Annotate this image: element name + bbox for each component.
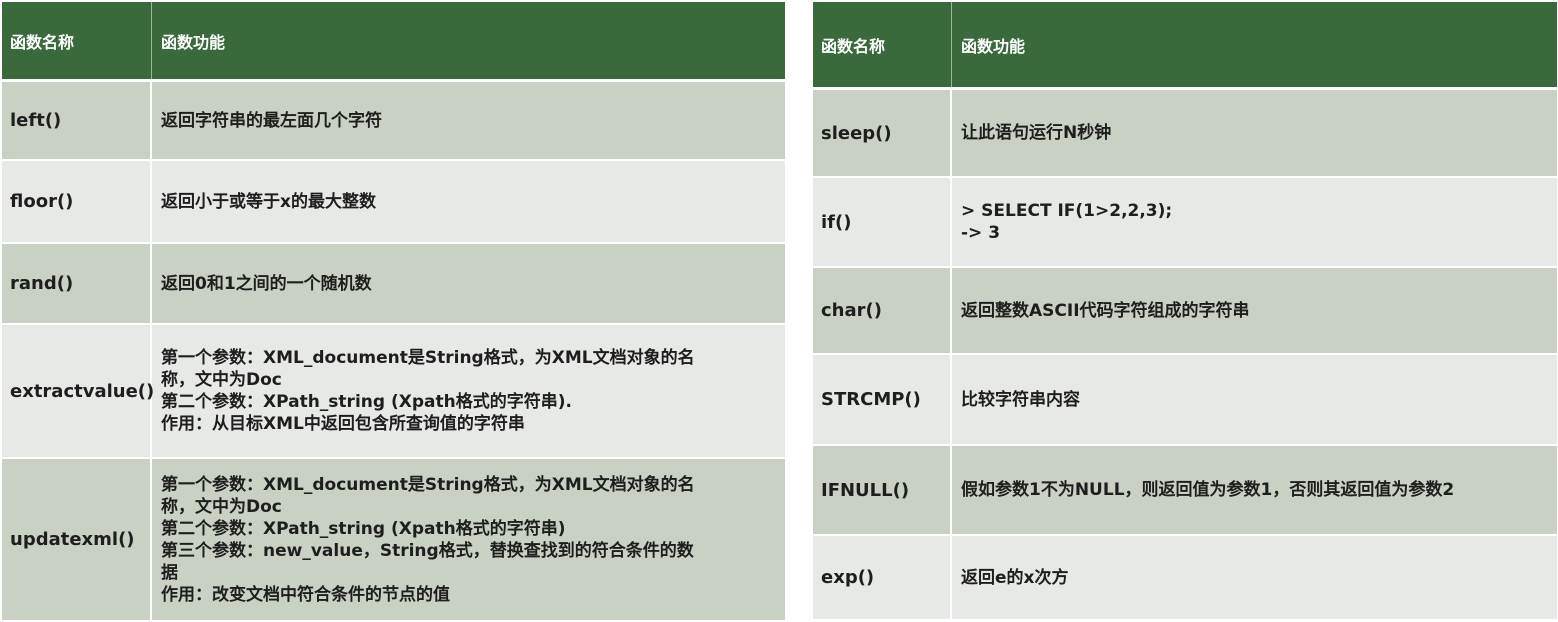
table-row: updatexml() 第一个参数：XML_document是String格式，… <box>2 459 785 622</box>
function-table-left: 函数名称 函数功能 left() 返回字符串的最左面几个字符 floor() 返… <box>2 2 785 622</box>
function-description-cell: 第一个参数：XML_document是String格式，为XML文档对象的名 称… <box>161 474 695 605</box>
table-row: floor() 返回小于或等于x的最大整数 <box>2 161 785 244</box>
table-row: extractvalue() 第一个参数：XML_document是String… <box>2 325 785 459</box>
table-row: if() > SELECT IF(1>2,2,3); -> 3 <box>813 178 1557 268</box>
function-description-cell: 第一个参数：XML_document是String格式，为XML文档对象的名 称… <box>161 348 695 434</box>
function-description-cell: 返回0和1之间的一个随机数 <box>161 273 372 294</box>
function-description-cell: 返回e的x次方 <box>961 567 1069 588</box>
function-description-cell: 让此语句运行N秒钟 <box>961 123 1112 143</box>
function-description-cell: 假如参数1不为NULL，则返回值为参数1，否则其返回值为参数2 <box>961 480 1455 500</box>
header-function-name: 函数名称 <box>2 2 152 79</box>
function-name-cell: sleep() <box>813 90 952 176</box>
function-name-cell: STRCMP() <box>813 355 952 444</box>
function-description-cell: > SELECT IF(1>2,2,3); -> 3 <box>961 201 1173 243</box>
function-name-cell: left() <box>2 82 152 159</box>
table-row: rand() 返回0和1之间的一个随机数 <box>2 244 785 325</box>
function-description-cell: 返回字符串的最左面几个字符 <box>161 110 382 131</box>
function-name-cell: updatexml() <box>2 459 152 620</box>
function-name-cell: IFNULL() <box>813 446 952 534</box>
table-row: left() 返回字符串的最左面几个字符 <box>2 82 785 161</box>
function-description-cell: 返回整数ASCII代码字符组成的字符串 <box>961 300 1250 321</box>
function-table-right: 函数名称 函数功能 sleep() 让此语句运行N秒钟 if() > SELEC… <box>813 2 1557 621</box>
function-description-cell: 比较字符串内容 <box>961 389 1080 410</box>
table-header: 函数名称 函数功能 <box>2 2 785 82</box>
table-row: STRCMP() 比较字符串内容 <box>813 355 1557 446</box>
header-function-description: 函数功能 <box>961 36 1026 56</box>
function-name-cell: if() <box>813 178 952 266</box>
function-name-cell: rand() <box>2 244 152 323</box>
function-name-cell: floor() <box>2 161 152 242</box>
header-function-description: 函数功能 <box>161 32 226 52</box>
function-name-cell: exp() <box>813 536 952 619</box>
table-row: sleep() 让此语句运行N秒钟 <box>813 90 1557 178</box>
header-function-name: 函数名称 <box>813 2 952 87</box>
table-row: IFNULL() 假如参数1不为NULL，则返回值为参数1，否则其返回值为参数2 <box>813 446 1557 536</box>
table-row: exp() 返回e的x次方 <box>813 536 1557 621</box>
function-description-cell: 返回小于或等于x的最大整数 <box>161 191 376 212</box>
function-name-cell: extractvalue() <box>2 325 154 457</box>
function-name-cell: char() <box>813 268 952 353</box>
table-header: 函数名称 函数功能 <box>813 2 1557 90</box>
table-row: char() 返回整数ASCII代码字符组成的字符串 <box>813 268 1557 355</box>
